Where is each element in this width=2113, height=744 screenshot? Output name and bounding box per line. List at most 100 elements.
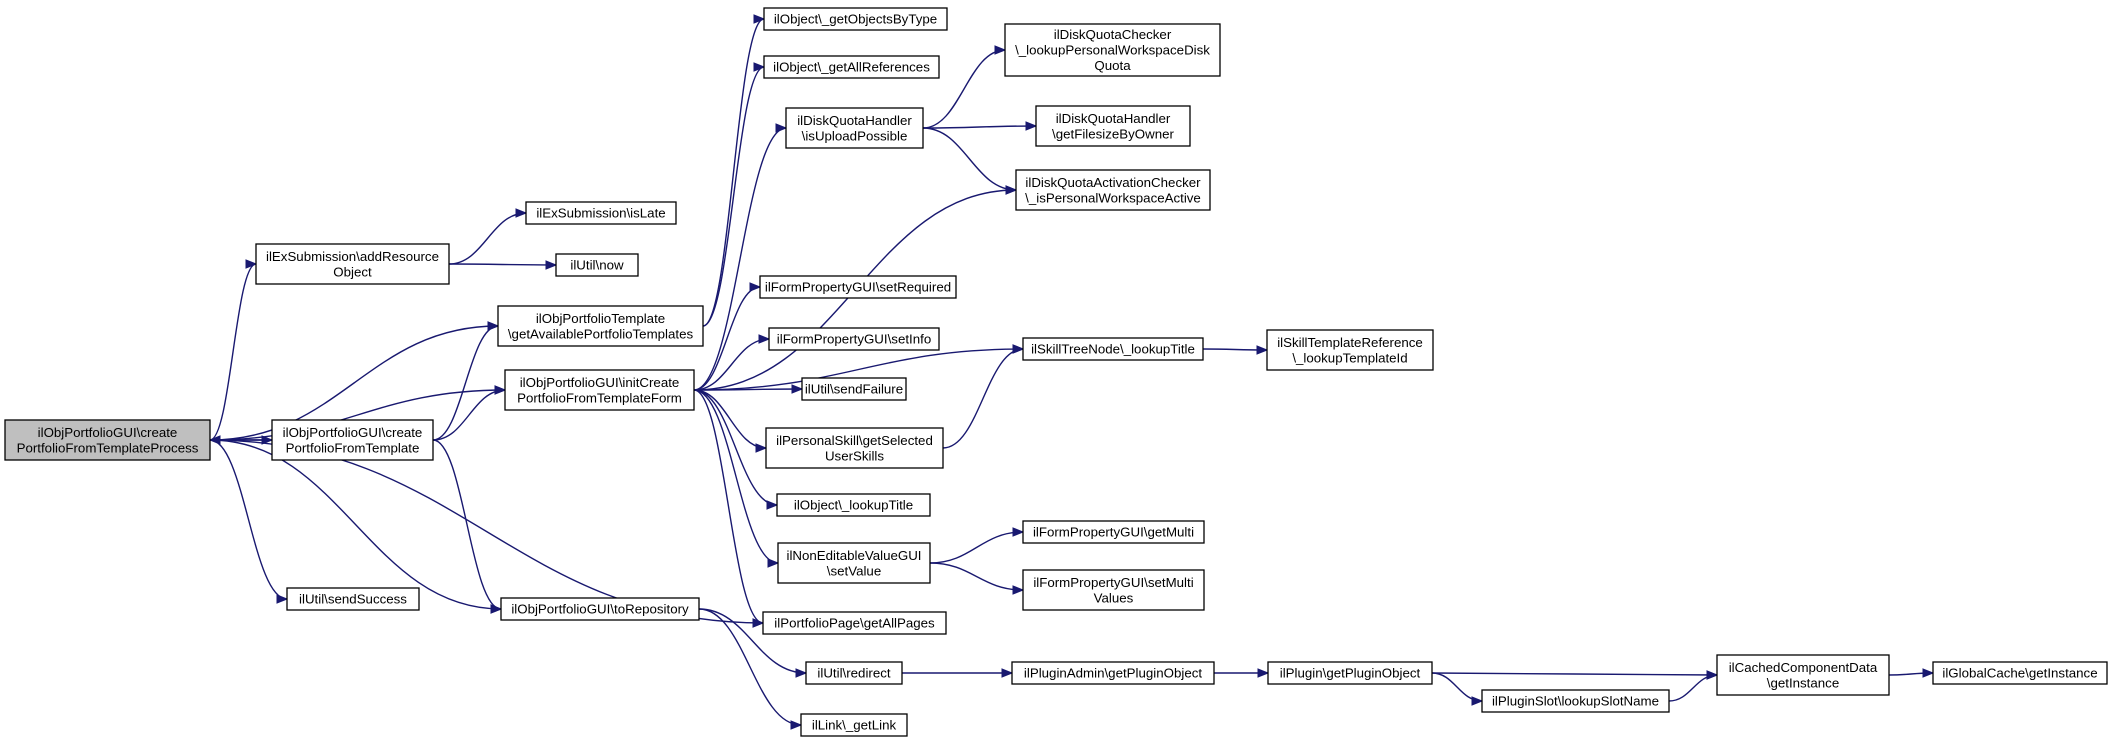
node-dq-filesize[interactable]: ilDiskQuotaHandler\getFilesizeByOwner [1035, 105, 1191, 147]
node-get-by-type[interactable]: ilObject\_getObjectsByType [763, 7, 948, 31]
edge-arrowhead [208, 435, 221, 445]
node-label: ilFormPropertyGUI\setRequired [765, 280, 951, 295]
node-box [497, 305, 704, 347]
edge-line [922, 49, 1006, 129]
node-label: \isUploadPossible [802, 128, 908, 143]
node-dq-active[interactable]: ilDiskQuotaActivationChecker\_isPersonal… [1015, 169, 1211, 211]
node-set-info[interactable]: ilFormPropertyGUI\setInfo [768, 327, 940, 351]
node-box [1035, 105, 1191, 147]
edge-arrowhead [775, 123, 788, 133]
node-label: ilObjPortfolioGUI\toRepository [511, 602, 689, 617]
edge-line [922, 127, 1017, 191]
node-skill-tree[interactable]: ilSkillTreeNode\_lookupTitle [1022, 337, 1204, 361]
node-get-link[interactable]: ilLink\_getLink [800, 713, 908, 737]
node-lookup-t[interactable]: ilObject\_lookupTitle [776, 493, 931, 517]
edge-line [922, 125, 1037, 129]
edge-line [448, 263, 557, 266]
node-label: ilObject\_getAllReferences [773, 60, 930, 75]
node-now[interactable]: ilUtil\now [555, 253, 639, 277]
edge-get-avail-to-get-all-refs [702, 62, 766, 327]
node-label: ilExSubmission\isLate [536, 206, 665, 221]
node-set-req[interactable]: ilFormPropertyGUI\setRequired [759, 275, 957, 299]
node-create-p-f-t[interactable]: ilObjPortfolioGUI\createPortfolioFromTem… [271, 419, 434, 461]
node-label: ilPersonalSkill\getSelected [776, 433, 933, 448]
node-get-all-refs[interactable]: ilObject\_getAllReferences [763, 55, 940, 79]
node-label: Object [333, 264, 372, 279]
edge-arrowhead [1001, 668, 1014, 678]
node-label: ilDiskQuotaHandler [1056, 111, 1171, 126]
edge-root-to-to-repo [209, 439, 503, 614]
node-label: Values [1094, 590, 1134, 605]
edge-arrowhead [1012, 585, 1025, 595]
node-plug-slot[interactable]: ilPluginSlot\lookupSlotName [1481, 689, 1670, 713]
edge-arrowhead [487, 321, 500, 331]
edge-root-to-add-res [209, 259, 258, 441]
edge-line [1431, 672, 1718, 676]
node-all-pages[interactable]: ilPortfolioPage\getAllPages [762, 611, 947, 635]
node-label: \_lookupPersonalWorkspaceDisk [1015, 43, 1210, 58]
node-box [255, 243, 450, 285]
edge-create-p-f-t-to-get-avail [432, 321, 500, 441]
edge-skill-tree-to-sk-tpl-ref [1202, 345, 1269, 355]
node-get-avail[interactable]: ilObjPortfolioTemplate\getAvailablePortf… [497, 305, 704, 347]
edge-line [209, 439, 288, 600]
node-label: ilUtil\now [570, 258, 624, 273]
edge-plugin-to-cached [1431, 670, 1719, 680]
node-is-upload[interactable]: ilDiskQuotaHandler\isUploadPossible [785, 107, 924, 149]
node-label: ilCachedComponentData [1729, 660, 1878, 675]
edge-line [942, 348, 1024, 449]
node-label: PortfolioFromTemplateForm [517, 390, 682, 405]
edge-arrowhead [749, 282, 762, 292]
node-sk-tpl-ref[interactable]: ilSkillTemplateReference\_lookupTemplate… [1266, 329, 1434, 371]
edge-line [1431, 672, 1483, 702]
node-get-multi[interactable]: ilFormPropertyGUI\getMulti [1022, 520, 1205, 544]
node-root[interactable]: ilObjPortfolioGUI\createPortfolioFromTem… [4, 419, 211, 461]
node-send-succ[interactable]: ilUtil\sendSuccess [286, 587, 420, 611]
node-is-late[interactable]: ilExSubmission\isLate [525, 201, 677, 225]
edge-init-create-to-is-upload [693, 123, 788, 391]
edge-arrowhead [1012, 527, 1025, 537]
node-label: \setValue [827, 563, 881, 578]
node-box [271, 419, 434, 461]
edge-arrowhead [490, 604, 503, 614]
edge-plug-admin-to-plugin [1214, 668, 1270, 678]
node-dq-checker[interactable]: ilDiskQuotaChecker\_lookupPersonalWorksp… [1004, 23, 1221, 77]
node-to-repo[interactable]: ilObjPortfolioGUI\toRepository [500, 597, 700, 621]
node-box [785, 107, 924, 149]
node-plugin[interactable]: ilPlugin\getPluginObject [1267, 661, 1433, 685]
edge-get-sel-sk-to-skill-tree [942, 344, 1025, 449]
node-non-edit[interactable]: ilNonEditableValueGUI\setValue [777, 542, 931, 584]
edge-plug-slot-to-cached [1668, 670, 1719, 702]
edge-arrowhead [766, 500, 779, 510]
node-label: ilObject\_lookupTitle [794, 498, 913, 513]
edge-arrowhead [1471, 696, 1484, 706]
node-box [1015, 169, 1211, 211]
edge-line [702, 18, 765, 327]
node-box [777, 542, 931, 584]
node-label: \getFilesizeByOwner [1052, 126, 1175, 141]
node-box [504, 369, 695, 411]
node-label: \_isPersonalWorkspaceActive [1025, 190, 1201, 205]
edge-init-create-to-set-req [693, 282, 762, 391]
node-box [1022, 337, 1204, 361]
node-cached[interactable]: ilCachedComponentData\getInstance [1716, 654, 1890, 696]
node-label: ilDiskQuotaActivationChecker [1025, 175, 1201, 190]
node-box [776, 493, 931, 517]
edge-plugin-to-plug-slot [1431, 672, 1484, 706]
node-label: ilObjPortfolioGUI\create [283, 425, 423, 440]
edge-line [693, 389, 779, 564]
edge-arrowhead [790, 720, 803, 730]
node-label: ilObjPortfolioGUI\create [38, 425, 178, 440]
node-init-create[interactable]: ilObjPortfolioGUI\initCreatePortfolioFro… [504, 369, 695, 411]
node-box [762, 611, 947, 635]
node-send-fail[interactable]: ilUtil\sendFailure [801, 377, 907, 401]
node-label: ilFormPropertyGUI\getMulti [1033, 525, 1194, 540]
node-label: ilPluginAdmin\getPluginObject [1024, 666, 1202, 681]
node-plug-admin[interactable]: ilPluginAdmin\getPluginObject [1011, 661, 1215, 685]
node-redirect[interactable]: ilUtil\redirect [805, 661, 903, 685]
node-glob-cache[interactable]: ilGlobalCache\getInstance [1932, 661, 2108, 685]
